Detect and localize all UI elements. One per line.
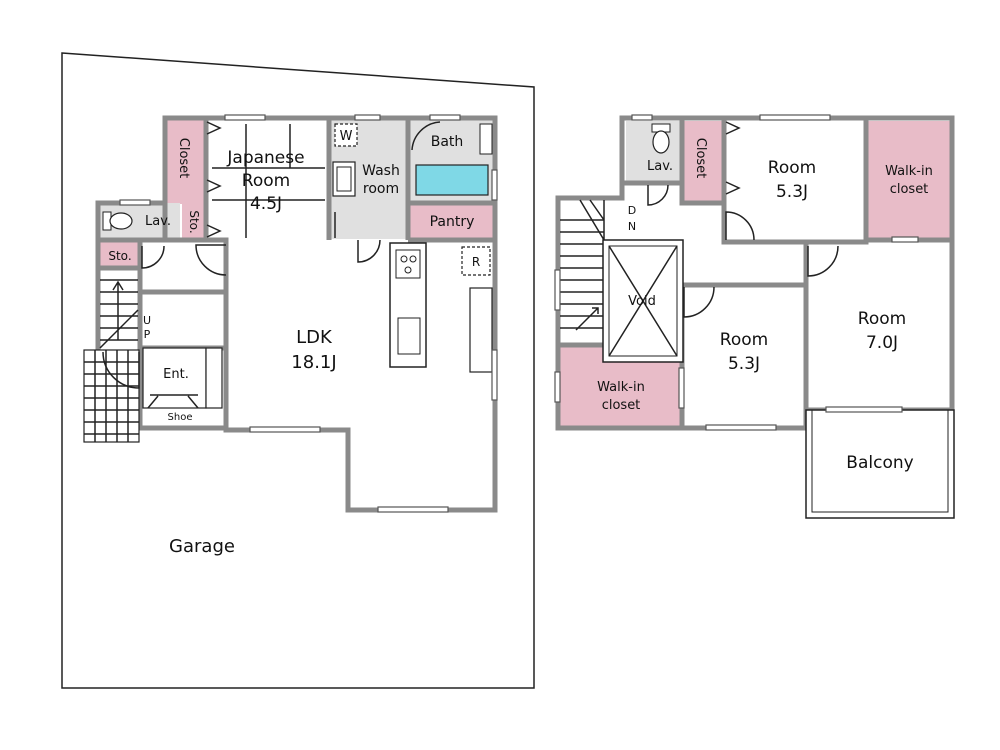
walls-1f-main <box>162 115 498 513</box>
ldk-label: LDK <box>296 327 333 348</box>
room-b-door <box>683 286 715 318</box>
closet-1f-label: Closet <box>176 138 191 179</box>
shoe-label: Shoe <box>168 412 193 423</box>
walkin-a-area <box>868 121 950 239</box>
sto-1f-a-label: Sto. <box>187 210 201 233</box>
room-b-label: Room <box>720 330 768 350</box>
closet-1f-area <box>165 120 205 204</box>
floor-1: W R <box>61 52 535 689</box>
tatami-lines <box>212 124 325 238</box>
wash-basin <box>332 161 356 197</box>
balcony-outline <box>805 409 955 519</box>
closet-2f-door-marks <box>725 121 741 195</box>
pantry-area <box>409 204 494 238</box>
washer-box <box>334 123 358 147</box>
room-c-label: Room <box>858 309 906 329</box>
room-c-size: 7.0J <box>866 333 898 353</box>
kitchen-counter <box>389 242 427 368</box>
washer-label: W <box>340 129 353 144</box>
bath-door <box>411 121 441 151</box>
room-b-size: 5.3J <box>728 354 760 374</box>
japanese-room-label: Japanese <box>226 148 304 168</box>
shoe-box <box>205 347 223 409</box>
stairs-down-n: N <box>628 220 636 233</box>
stairs-down: D N <box>560 199 636 331</box>
stairs-up: U P <box>99 279 151 349</box>
wash-room-label: Wash <box>362 163 400 179</box>
walkin-a-label: Walk-in <box>885 164 933 179</box>
void-cross <box>608 245 678 357</box>
walkin-a-label2: closet <box>890 182 929 197</box>
ldk-door-1 <box>195 244 227 276</box>
lav-2f-door <box>647 184 669 206</box>
lav-1f-label: Lav. <box>145 214 171 229</box>
void-label: Void <box>628 294 656 309</box>
entrance-door <box>102 351 140 389</box>
stairs-up-p: P <box>144 328 151 341</box>
entrance-tiles <box>83 349 140 443</box>
garage-label: Garage <box>169 536 235 557</box>
floor-2: D N Lav. Closet Room 5.3J Walk-in closet… <box>554 114 955 519</box>
entrance-box <box>142 347 207 409</box>
closet-door-marks <box>206 121 222 238</box>
japanese-room-label2: Room <box>242 171 290 191</box>
ldk-size: 18.1J <box>291 352 336 373</box>
balcony-label: Balcony <box>846 453 913 473</box>
stairs-down-d: D <box>628 204 636 217</box>
sto-1f-a-area <box>182 204 205 240</box>
sto-1f-b-label: Sto. <box>108 249 131 263</box>
lav-2f-label: Lav. <box>647 159 673 174</box>
room-c-door <box>807 245 839 277</box>
fridge-label: R <box>472 255 480 269</box>
room-a-size: 5.3J <box>776 182 808 202</box>
lot-outline <box>61 52 535 689</box>
bathtub <box>415 164 489 196</box>
bath-label: Bath <box>431 134 464 150</box>
walkin-b-label2: closet <box>602 398 641 413</box>
stairs-up-u: U <box>143 314 151 327</box>
pantry-label: Pantry <box>430 214 475 230</box>
closet-2f-label: Closet <box>693 138 708 179</box>
entrance-label: Ent. <box>163 367 189 382</box>
sto-door <box>141 245 165 269</box>
closet-2f-area <box>682 121 722 201</box>
room-a-label: Room <box>768 158 816 178</box>
japanese-room-size: 4.5J <box>250 194 282 214</box>
room-a-door <box>725 211 755 241</box>
ldk-door-2 <box>357 239 381 263</box>
back-counter <box>469 287 493 373</box>
walkin-b-label: Walk-in <box>597 380 645 395</box>
fridge-box <box>461 246 491 276</box>
sto-1f-b-area <box>100 242 140 266</box>
wash-room-label2: room <box>363 181 399 197</box>
